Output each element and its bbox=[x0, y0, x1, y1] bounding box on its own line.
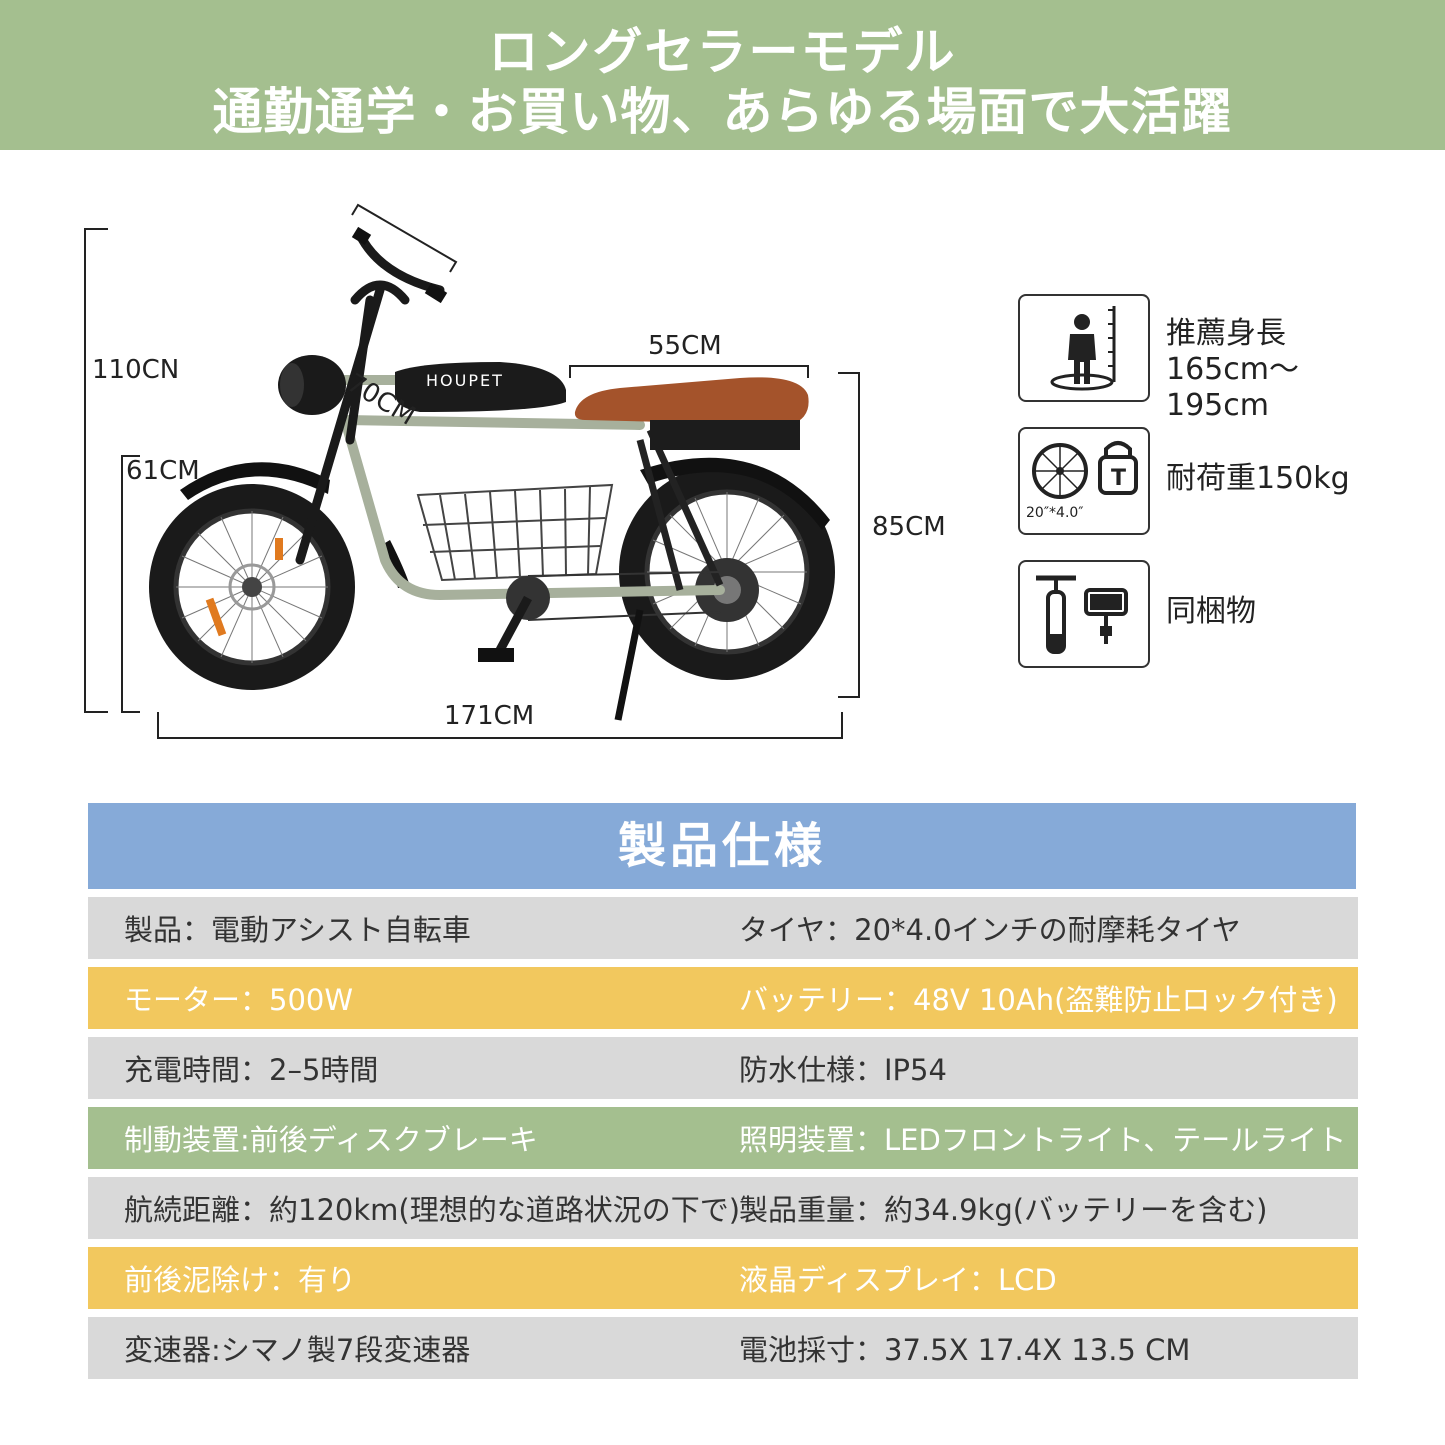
spec-row: 製品：電動アシスト自転車 タイヤ：20*4.0インチの耐摩耗タイヤ bbox=[88, 897, 1358, 959]
person-height-icon bbox=[1018, 294, 1150, 402]
spec-cell-left: モーター：500W bbox=[124, 983, 354, 1017]
seat-height-label: 85CM bbox=[872, 512, 946, 542]
load-capacity-label: 耐荷重150kg bbox=[1166, 461, 1350, 496]
included-items-label: 同梱物 bbox=[1166, 594, 1256, 629]
spec-cell-left: 充電時間：2–5時間 bbox=[124, 1053, 379, 1087]
spec-cell-left: 製品：電動アシスト自転車 bbox=[124, 913, 471, 947]
spec-cell-left: 変速器:シマノ製7段変速器 bbox=[124, 1333, 471, 1367]
recommended-height-label: 推薦身長 bbox=[1166, 316, 1286, 351]
spec-cell-right: 照明装置：LEDフロントライト、テールライト bbox=[739, 1123, 1347, 1157]
spec-cell-right: 製品重量：約34.9kg(バッテリーを含む) bbox=[739, 1193, 1268, 1227]
front-wheel bbox=[149, 484, 355, 690]
bike-illustration: HOUPET bbox=[84, 203, 860, 739]
spec-title: 製品仕様 bbox=[88, 803, 1356, 889]
recommended-height-value: 165cm～195cm bbox=[1166, 352, 1299, 423]
feature-included-items: 同梱物 bbox=[1018, 560, 1398, 668]
seat-length-label: 55CM bbox=[648, 331, 722, 361]
spec-row: 充電時間：2–5時間 防水仕様：IP54 bbox=[88, 1037, 1358, 1099]
spec-cell-right: 電池採寸：37.5X 17.4X 13.5 CM bbox=[739, 1333, 1191, 1367]
spec-cell-right: バッテリー：48V 10Ah(盗難防止ロック付き) bbox=[739, 983, 1338, 1017]
total-height-label: 110CN bbox=[92, 355, 180, 385]
tire-size-label: 20″*4.0″ bbox=[1026, 505, 1084, 521]
spec-cell-right: 防水仕様：IP54 bbox=[739, 1053, 947, 1087]
rear-wheel bbox=[619, 464, 835, 680]
banner-title: ロングセラーモデル bbox=[488, 23, 957, 81]
front-height-label: 61CM bbox=[126, 456, 200, 486]
feature-load-capacity: T 20″*4.0″ 耐荷重150kg bbox=[1018, 427, 1398, 535]
svg-text:T: T bbox=[1111, 466, 1126, 491]
spec-cell-left: 航続距離：約120km(理想的な道路状況の下で) bbox=[124, 1193, 741, 1227]
bike-dimension-diagram: HOUPET 70CM 110CN 61CM 55CM 85CM 171CM bbox=[0, 150, 1000, 790]
spec-row: 制動装置:前後ディスクブレーキ 照明装置：LEDフロントライト、テールライト bbox=[88, 1107, 1358, 1169]
spec-row: 前後泥除け：有り 液晶ディスプレイ：LCD bbox=[88, 1247, 1358, 1309]
total-length-label: 171CM bbox=[444, 701, 535, 731]
feature-recommended-height: 推薦身長 165cm～195cm bbox=[1018, 294, 1398, 423]
spec-cell-right: タイヤ：20*4.0インチの耐摩耗タイヤ bbox=[739, 913, 1241, 947]
spec-row: モーター：500W バッテリー：48V 10Ah(盗難防止ロック付き) bbox=[88, 967, 1358, 1029]
spec-cell-right: 液晶ディスプレイ：LCD bbox=[739, 1263, 1057, 1297]
pump-phone-holder-icon bbox=[1018, 560, 1150, 668]
header-banner: ロングセラーモデル 通勤通学・お買い物、あらゆる場面で大活躍 bbox=[0, 0, 1445, 150]
brand-label: HOUPET bbox=[426, 371, 504, 390]
spec-row: 変速器:シマノ製7段変速器 電池採寸：37.5X 17.4X 13.5 CM bbox=[88, 1317, 1358, 1379]
spec-row: 航続距離：約120km(理想的な道路状況の下で) 製品重量：約34.9kg(バッ… bbox=[88, 1177, 1358, 1239]
banner-subtitle: 通勤通学・お買い物、あらゆる場面で大活躍 bbox=[212, 83, 1233, 141]
spec-cell-left: 前後泥除け：有り bbox=[124, 1263, 357, 1297]
wheel-lock-icon: T 20″*4.0″ bbox=[1018, 427, 1150, 535]
spec-cell-left: 制動装置:前後ディスクブレーキ bbox=[124, 1123, 538, 1157]
